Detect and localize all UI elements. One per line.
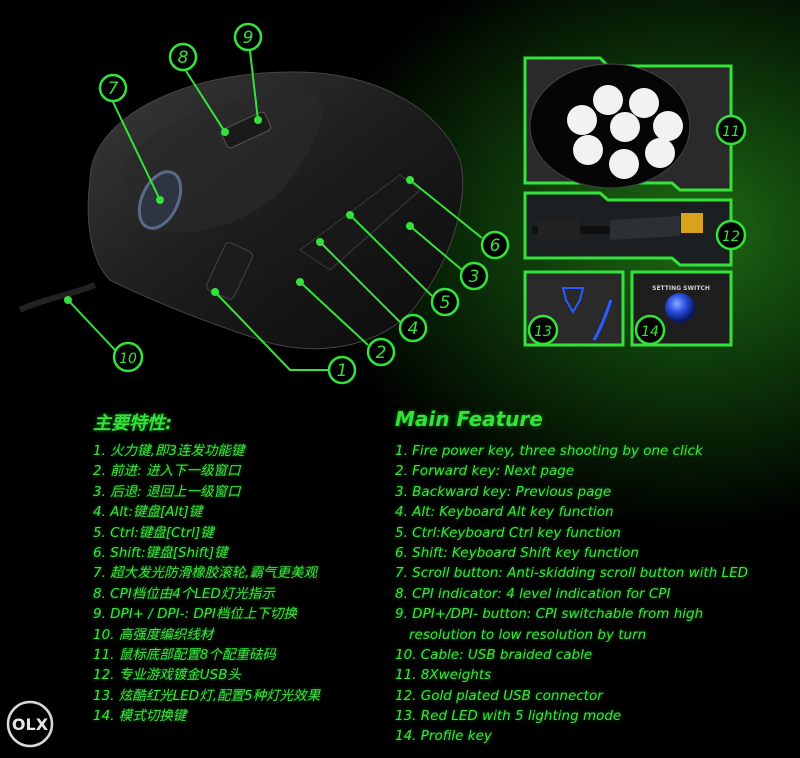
callout-3: 3 <box>459 261 489 291</box>
setting-switch-label: SETTING SWITCH <box>652 285 710 292</box>
feature-item: 2. Forward key: Next page <box>395 463 575 480</box>
side-buttons <box>299 174 421 271</box>
feature-item: 4. Alt:键盘[Alt]键 <box>93 504 203 521</box>
feature-item: 7. 超大发光防滑橡胶滚轮,霸气更美观 <box>93 565 317 582</box>
svg-text:7: 7 <box>108 79 119 99</box>
olx-watermark-logo: OLX <box>6 700 54 748</box>
callout-5: 5 <box>430 287 460 317</box>
svg-text:9: 9 <box>243 28 254 48</box>
callout-7: 7 <box>98 73 128 103</box>
feature-item: 11. 8Xweights <box>395 667 492 684</box>
feature-item: 4. Alt: Keyboard Alt key function <box>395 504 614 521</box>
usb-panel <box>523 191 733 267</box>
callout-12: 12 <box>715 219 747 251</box>
callout-11: 11 <box>715 114 747 146</box>
callout-13: 13 <box>527 314 559 346</box>
svg-text:1: 1 <box>337 361 348 381</box>
feature-item: 3. Backward key: Previous page <box>395 483 612 500</box>
feature-item: 12. 专业游戏镀金USB头 <box>93 667 241 684</box>
feature-item: 6. Shift: Keyboard Shift key function <box>395 544 639 561</box>
en-feature-list: 1. Fire power key, three shooting by one… <box>395 441 748 747</box>
en-title: Main Feature <box>395 407 543 431</box>
callout-6: 6 <box>480 230 510 260</box>
zh-title: 主要特性: <box>93 413 173 434</box>
feature-item: 1. 火力键,即3连发功能键 <box>93 443 245 459</box>
feature-item: 14. Profile key <box>395 728 492 745</box>
callout-10: 10 <box>112 341 144 373</box>
svg-text:5: 5 <box>440 293 451 313</box>
svg-text:2: 2 <box>376 343 387 363</box>
svg-text:4: 4 <box>408 319 419 339</box>
feature-item: 9. DPI+ / DPI-: DPI档位上下切换 <box>93 606 297 623</box>
svg-text:3: 3 <box>469 267 480 287</box>
feature-item: resolution to low resolution by turn <box>409 626 647 643</box>
svg-text:11: 11 <box>722 124 740 140</box>
svg-text:6: 6 <box>490 236 501 256</box>
braided-cable <box>18 282 97 313</box>
feature-item: 11. 鼠标底部配置8个配重砝码 <box>93 646 276 663</box>
feature-item: 2. 前进: 进入下一级窗口 <box>93 463 241 480</box>
feature-item: 3. 后退: 退回上一级窗口 <box>93 483 241 500</box>
svg-text:13: 13 <box>534 324 552 340</box>
feature-item: 12. Gold plated USB connector <box>395 687 603 704</box>
feature-item: 9. DPI+/DPI- button: CPI switchable from… <box>395 606 704 623</box>
callout-8: 8 <box>168 42 198 72</box>
feature-item: 6. Shift:键盘[Shift]键 <box>93 544 228 561</box>
weights-panel <box>523 56 733 192</box>
callout-14: 14 <box>634 314 666 346</box>
feature-item: 13. 炫酷红光LED灯,配置5种灯光效果 <box>93 687 321 704</box>
setting-switch-button <box>665 293 695 323</box>
feature-item: 8. CPI indicator: 4 level indication for… <box>395 585 671 602</box>
svg-text:8: 8 <box>178 48 189 68</box>
feature-item: 10. Cable: USB braided cable <box>395 646 593 663</box>
feature-item: 14. 模式切换键 <box>93 708 187 725</box>
zh-feature-list: 1. 火力键,即3连发功能键 2. 前进: 进入下一级窗口 3. 后退: 退回上一级… <box>93 441 320 726</box>
feature-item: 13. Red LED with 5 lighting mode <box>395 708 622 725</box>
feature-item: 8. CPI档位由4个LED灯光指示 <box>93 585 275 602</box>
svg-text:OLX: OLX <box>12 715 49 734</box>
feature-item: 1. Fire power key, three shooting by one… <box>395 443 703 459</box>
svg-text:14: 14 <box>641 324 659 340</box>
callout-2: 2 <box>366 337 396 367</box>
feature-item: 7. Scroll button: Anti-skidding scroll b… <box>395 565 749 582</box>
feature-item: 10. 高强度编织线材 <box>93 626 214 643</box>
callout-4: 4 <box>398 313 428 343</box>
svg-text:10: 10 <box>119 351 137 367</box>
feature-item: 5. Ctrl:键盘[Ctrl]键 <box>93 524 214 541</box>
callout-9: 9 <box>233 22 263 52</box>
svg-text:12: 12 <box>722 229 740 245</box>
callout-1: 1 <box>327 355 357 385</box>
feature-item: 5. Ctrl:Keyboard Ctrl key function <box>395 524 621 541</box>
